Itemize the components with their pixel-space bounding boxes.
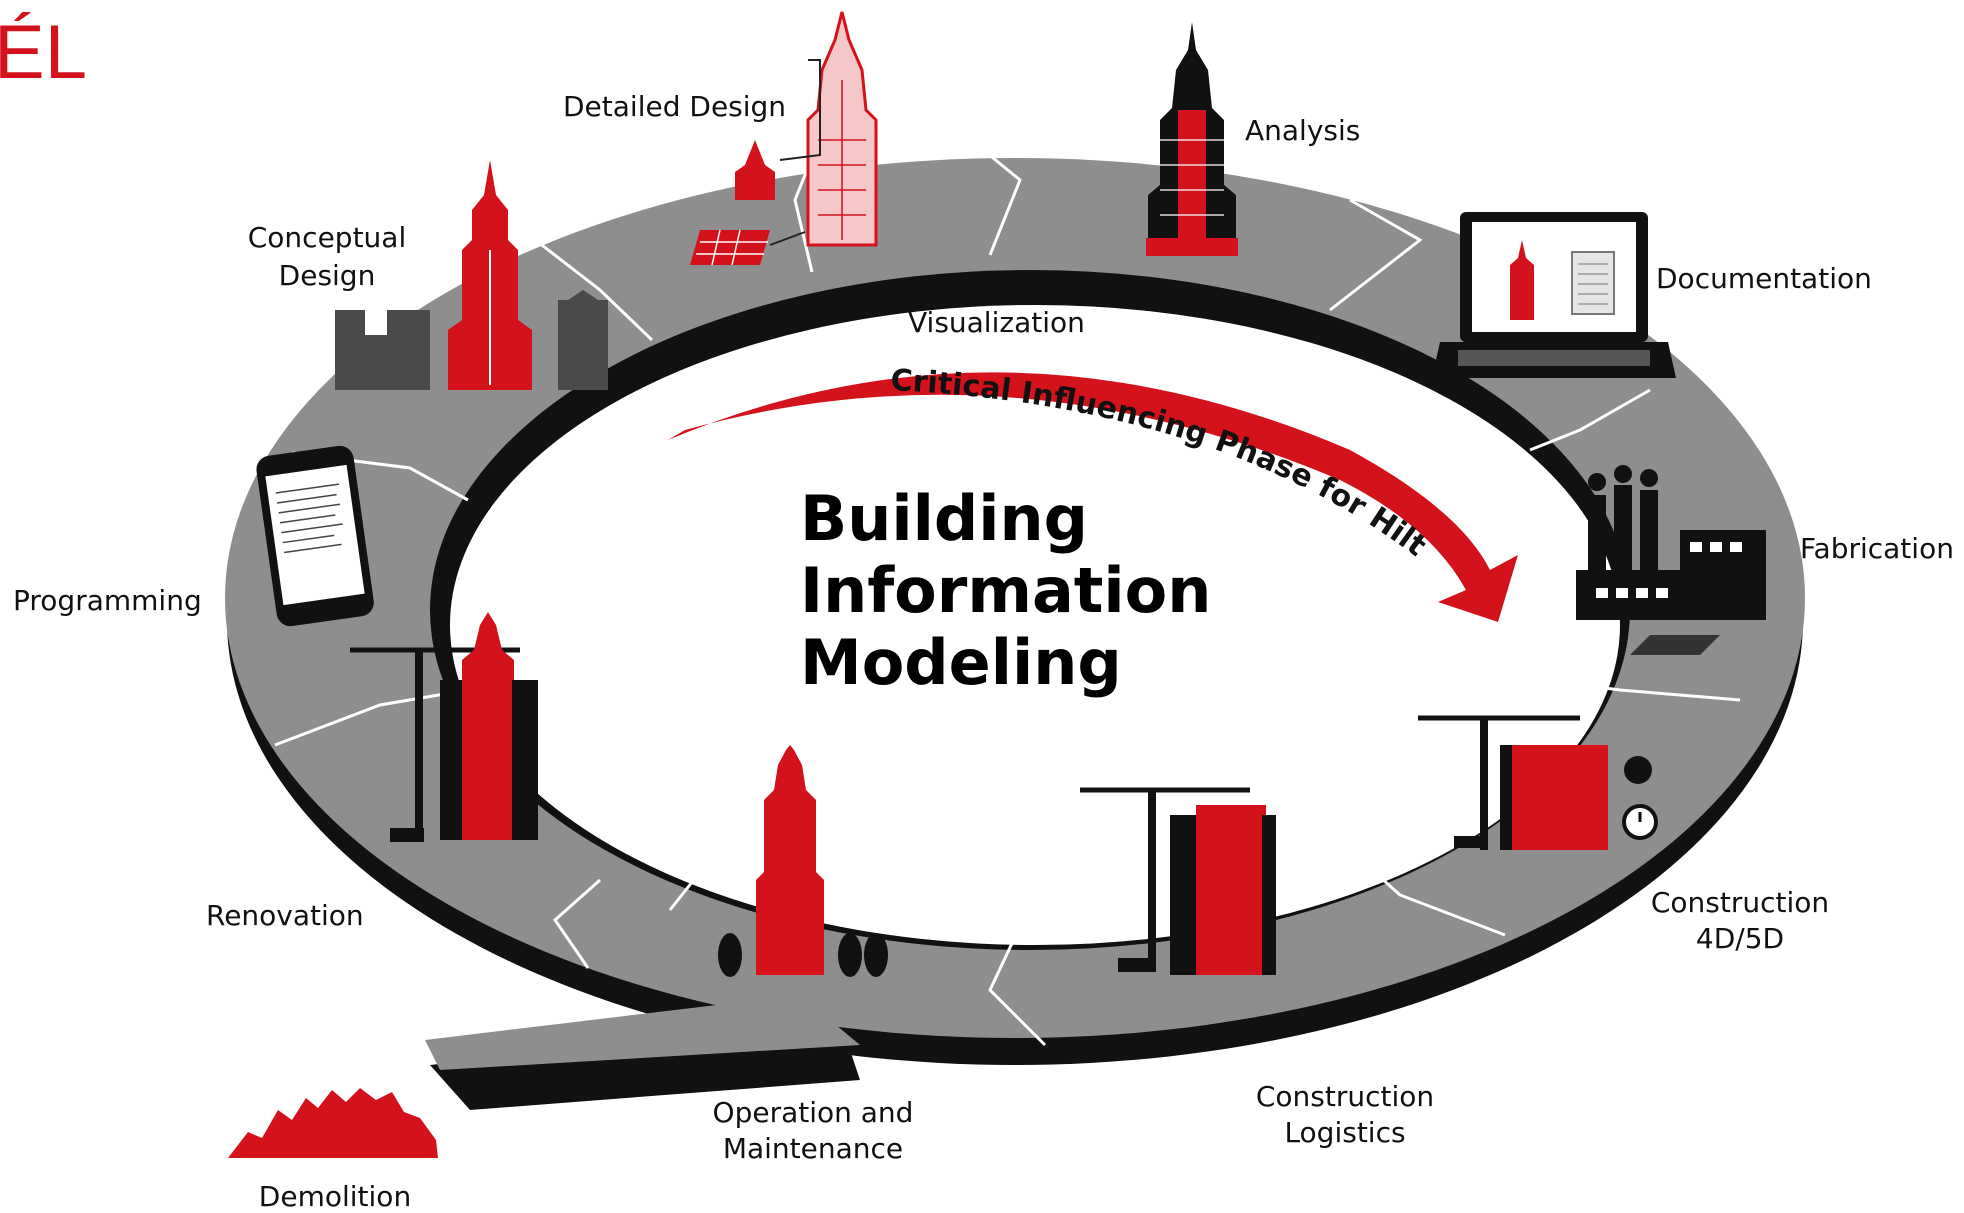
label-demolition: Demolition	[259, 1180, 411, 1213]
label-detailed-design: Detailed Design	[563, 90, 786, 123]
label-conceptual-design-line-2: Design	[279, 259, 376, 292]
label-fabrication: Fabrication	[1800, 532, 1954, 565]
detailed-design-buildings-icon	[690, 11, 878, 266]
construction-4d5d-icon	[1418, 715, 1658, 850]
title-line-2: Information	[800, 554, 1211, 627]
label-construction-logistics-line-1: Construction	[1256, 1080, 1434, 1113]
title-line-3: Modeling	[800, 626, 1122, 699]
critical-phase-arrow	[668, 372, 1518, 622]
renovation-icon	[350, 612, 538, 842]
center-title: Building Information Modeling	[800, 482, 1211, 699]
label-visualization: Visualization	[908, 306, 1085, 339]
label-renovation: Renovation	[206, 899, 364, 932]
operation-maintenance-icon	[718, 745, 888, 977]
programming-phone-icon	[256, 445, 374, 627]
label-operation-maintenance-line-1: Operation and	[713, 1096, 914, 1129]
label-documentation: Documentation	[1656, 262, 1872, 295]
stage-labels: Detailed Design Analysis Documentation F…	[13, 90, 1954, 1213]
label-analysis: Analysis	[1245, 114, 1360, 147]
analysis-building-icon	[1146, 22, 1238, 256]
label-construction-logistics-line-2: Logistics	[1284, 1116, 1405, 1149]
construction-logistics-icon	[1080, 787, 1276, 975]
conceptual-design-buildings-icon	[335, 160, 608, 390]
label-operation-maintenance-line-2: Maintenance	[723, 1132, 903, 1165]
fabrication-factory-icon	[1576, 465, 1766, 655]
documentation-laptop-icon	[1432, 212, 1676, 378]
label-programming: Programming	[13, 584, 202, 617]
label-construction-4d5d-line-1: Construction	[1651, 886, 1829, 919]
title-line-1: Building	[800, 482, 1088, 555]
label-construction-4d5d-line-2: 4D/5D	[1696, 922, 1784, 955]
corner-brand-text: ÉL	[0, 10, 87, 95]
label-conceptual-design-line-1: Conceptual	[248, 221, 406, 254]
demolition-rubble-icon	[228, 1088, 438, 1158]
